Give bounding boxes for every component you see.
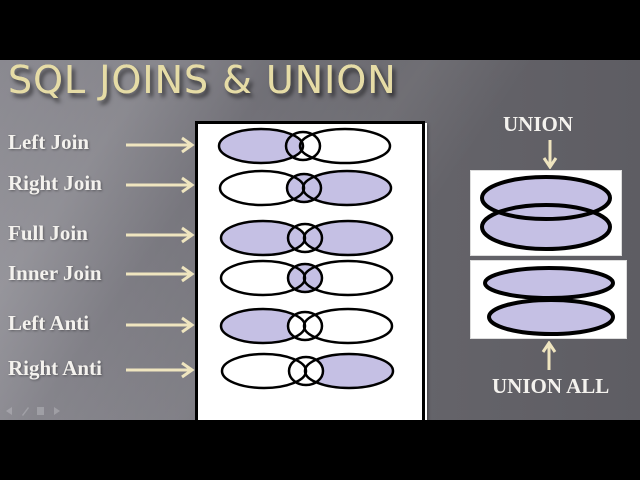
arrow-right-icon	[126, 136, 195, 154]
forward-icon	[54, 407, 60, 415]
union-all-ellipses	[483, 266, 615, 336]
union-label: UNION	[503, 112, 574, 136]
arrow-right-icon	[126, 316, 195, 334]
union-all-diagram-box	[470, 260, 627, 339]
label-inner-join: Inner Join	[8, 261, 102, 285]
venn-right-anti	[220, 352, 395, 390]
union-ellipses	[480, 175, 612, 251]
venn-left-anti	[219, 307, 394, 345]
venn-inner-join	[219, 259, 394, 297]
label-left-anti: Left Anti	[8, 311, 90, 335]
slide-title: SQL JOINS & UNION	[8, 60, 397, 102]
venn-right-join	[218, 169, 393, 207]
union-all-label: UNION ALL	[492, 374, 610, 398]
slideshow-nav-icons[interactable]	[4, 406, 64, 416]
label-full-join: Full Join	[8, 221, 88, 245]
slide: SQL JOINS & UNION Left Join Right Join F…	[0, 60, 640, 420]
venn-left-join	[217, 127, 392, 165]
join-venn-diagram-box	[195, 121, 425, 420]
arrow-right-icon	[126, 226, 195, 244]
arrow-down-icon	[542, 140, 558, 169]
label-left-join: Left Join	[8, 130, 90, 154]
slide-icon	[37, 407, 44, 415]
pen-icon	[22, 407, 29, 416]
back-icon	[6, 407, 12, 415]
arrow-right-icon	[126, 176, 195, 194]
venn-full-join	[219, 219, 394, 257]
label-right-anti: Right Anti	[8, 356, 102, 380]
arrow-right-icon	[126, 265, 195, 283]
union-diagram-box	[470, 170, 622, 256]
label-right-join: Right Join	[8, 171, 102, 195]
arrow-right-icon	[126, 361, 195, 379]
arrow-up-icon	[541, 341, 557, 370]
